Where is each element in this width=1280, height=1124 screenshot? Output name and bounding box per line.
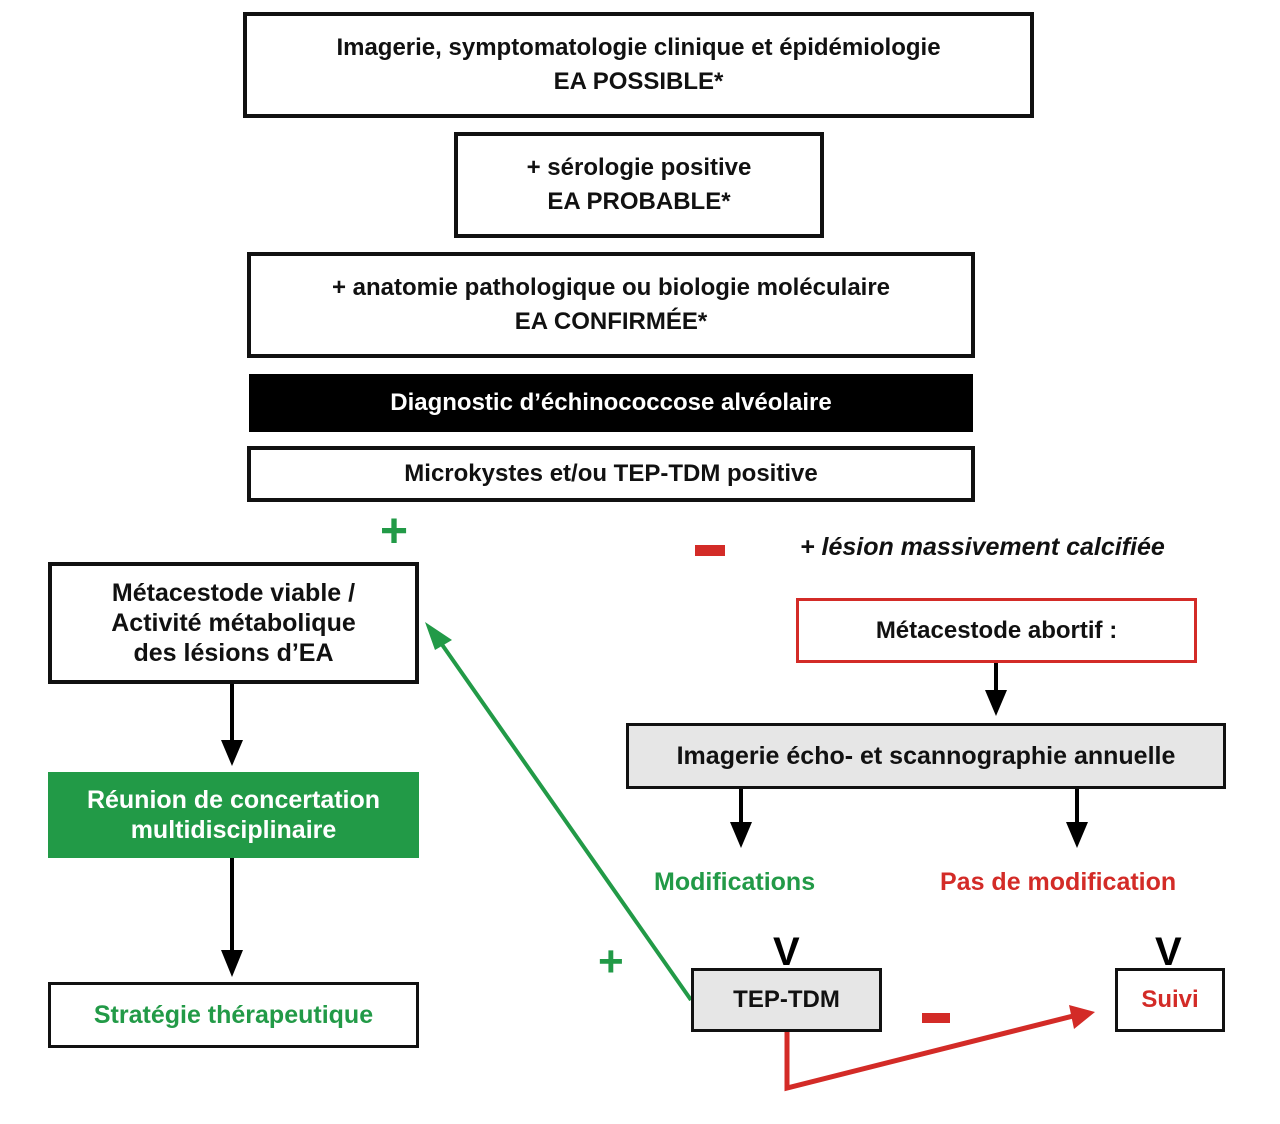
node-rcp-line1: Réunion de concertation (86, 786, 381, 814)
arrow-imaging-to-no-modification (1066, 788, 1088, 848)
node-abortive-label: Métacestode abortif : (875, 616, 1118, 644)
node-annual-imaging: Imagerie écho- et scannographie annuelle (626, 723, 1226, 789)
node-abortive-metacestode: Métacestode abortif : (796, 598, 1197, 663)
node-rcp: Réunion de concertation multidisciplinai… (48, 772, 419, 858)
v-arrow-mark-pet: V (773, 930, 800, 974)
arrow-abortive-to-imaging (985, 662, 1007, 716)
node-diagnosis: Diagnostic d’échinococcose alvéolaire (249, 374, 973, 432)
node-followup: Suivi (1115, 968, 1225, 1032)
node-pet-ct: TEP-TDM (691, 968, 882, 1032)
node-diagnosis-label: Diagnostic d’échinococcose alvéolaire (390, 389, 832, 417)
minus-sign-abortive-branch (695, 545, 725, 556)
node-ea-possible-line1: Imagerie, symptomatologie clinique et ép… (336, 34, 941, 62)
modifications-label: Modifications (654, 868, 816, 896)
arrow-rcp-to-strategy (221, 858, 243, 977)
node-rcp-line2: multidisciplinaire (130, 816, 337, 844)
node-ea-probable: + sérologie positive EA PROBABLE* (454, 132, 824, 238)
node-strategy-label: Stratégie thérapeutique (93, 1000, 374, 1029)
plus-sign-viable-branch: + (380, 505, 409, 558)
node-viable-line3: des lésions d’EA (133, 639, 334, 667)
node-followup-label: Suivi (1141, 986, 1199, 1014)
plus-sign-pet-to-viable: + (598, 937, 624, 986)
node-ea-confirmed-line1: + anatomie pathologique ou biologie molé… (331, 274, 891, 302)
node-pet-ct-label: TEP-TDM (733, 986, 840, 1014)
node-annual-imaging-label: Imagerie écho- et scannographie annuelle (676, 741, 1176, 770)
node-therapeutic-strategy: Stratégie thérapeutique (48, 982, 419, 1048)
node-microcysts-label: Microkystes et/ou TEP-TDM positive (404, 460, 818, 488)
node-ea-possible: Imagerie, symptomatologie clinique et ép… (243, 12, 1034, 118)
node-viable-line2: Activité métabolique (111, 609, 356, 637)
arrow-pet-to-followup (784, 1005, 1095, 1092)
node-microcysts: Microkystes et/ou TEP-TDM positive (247, 446, 975, 502)
node-ea-confirmed: + anatomie pathologique ou biologie molé… (247, 252, 975, 358)
node-ea-probable-line2: EA PROBABLE* (547, 188, 731, 215)
node-ea-possible-line2: EA POSSIBLE* (553, 68, 724, 95)
node-ea-confirmed-line2: EA CONFIRMÉE* (514, 308, 708, 335)
arrow-viable-to-rcp (221, 684, 243, 766)
arrow-pet-to-viable (425, 622, 693, 1002)
minus-sign-pet-to-followup (922, 1013, 950, 1023)
node-ea-probable-line1: + sérologie positive (526, 154, 752, 182)
no-modification-label: Pas de modification (940, 868, 1177, 896)
node-viable-metacestode: Métacestode viable / Activité métaboliqu… (48, 562, 419, 684)
node-viable-line1: Métacestode viable / (111, 579, 356, 607)
arrow-imaging-to-modifications (730, 788, 752, 848)
calcified-lesion-label: + lésion massivement calcifiée (800, 533, 1165, 561)
v-arrow-mark-followup: V (1155, 930, 1182, 974)
